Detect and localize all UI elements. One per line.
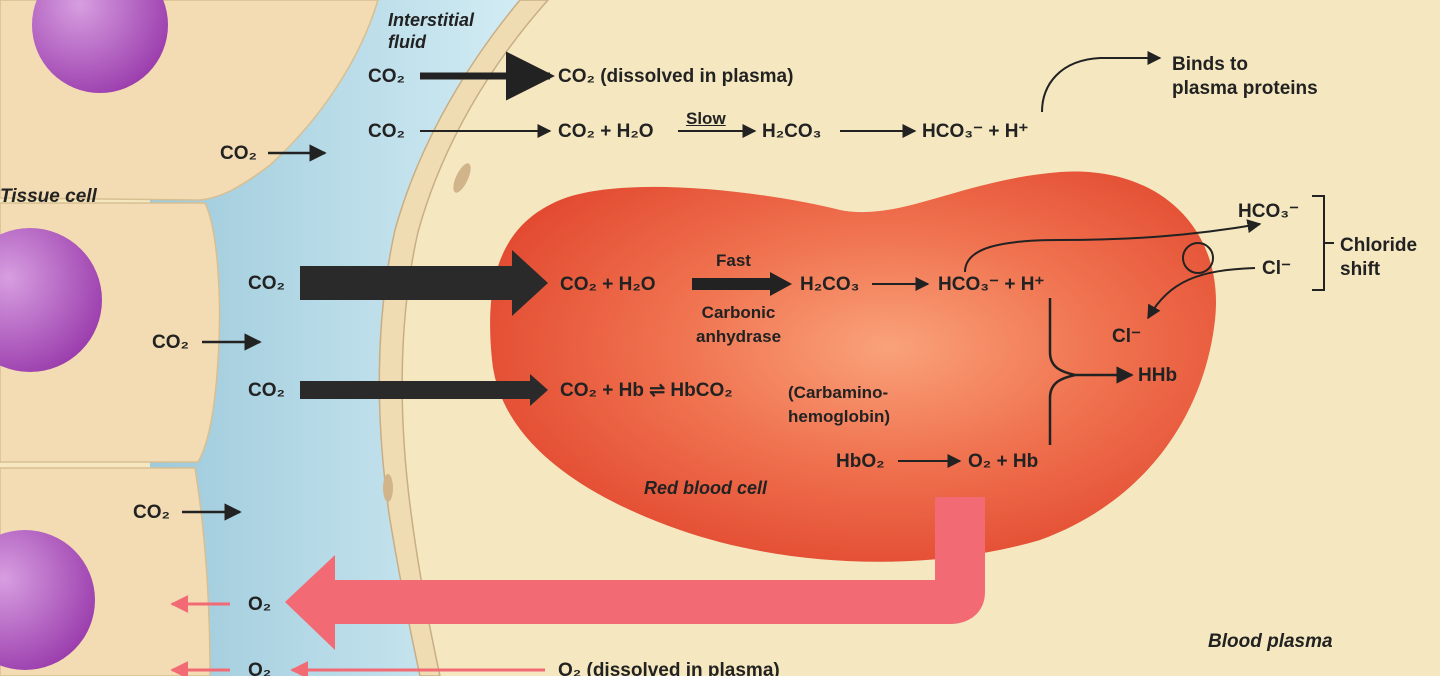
h-to-hhb-branch <box>1048 298 1076 377</box>
slow-label: Slow <box>686 109 726 128</box>
chloride-shift-label: Chloride shift <box>1340 235 1418 280</box>
co2-dissolved-label: CO₂ (dissolved in plasma) <box>558 66 794 87</box>
o2-label: O₂ <box>248 594 272 615</box>
plasma-hco3-h-label: HCO₃⁻ + H⁺ <box>922 121 1029 142</box>
hbo2-label: HbO₂ <box>836 451 885 472</box>
hco3-out-arrow <box>964 219 1262 273</box>
co2-label: CO₂ <box>368 66 405 87</box>
hhb-label: HHb <box>1138 365 1178 386</box>
o2-label: O₂ <box>248 660 272 676</box>
co2-label: CO₂ <box>248 273 285 294</box>
endothelial-nucleus <box>453 163 471 193</box>
co2-label: CO₂ <box>248 380 285 401</box>
carbamino-co2-arrow <box>300 374 548 406</box>
o2-dissolved-label: O₂ (dissolved in plasma) <box>558 660 780 676</box>
fast-reaction-arrow <box>692 272 792 296</box>
binds-proteins-arrow <box>1041 51 1162 113</box>
co2-label: CO₂ <box>220 143 257 164</box>
co2-label: CO₂ <box>368 121 405 142</box>
h2co3-label: H₂CO₃ <box>762 121 822 142</box>
tissue-cell-nucleus <box>32 0 168 93</box>
rbc-reaction-left: CO₂ + H₂O <box>560 274 656 295</box>
capillary-wall <box>378 0 550 676</box>
co2-label: CO₂ <box>152 332 189 353</box>
cl-in-label: Cl⁻ <box>1112 326 1142 347</box>
fast-label: Fast <box>716 251 751 270</box>
tissue-cell-nucleus <box>0 228 102 372</box>
exchange-transporter <box>1182 242 1214 274</box>
cl-in-arrow <box>1147 267 1256 320</box>
hb-to-hhb-branch <box>1048 373 1076 445</box>
co2-label: CO₂ <box>133 502 170 523</box>
hco3-out-label: HCO₃⁻ <box>1238 201 1300 222</box>
cl-out-label: Cl⁻ <box>1262 258 1292 279</box>
binds-plasma-proteins-label: Binds to plasma proteins <box>1172 54 1318 99</box>
carbaminohemoglobin-label: (Carbamino- hemoglobin) <box>788 383 890 426</box>
red-blood-cell-label: Red blood cell <box>644 478 768 498</box>
rbc-hco3-h-label: HCO₃⁻ + H⁺ <box>938 274 1045 295</box>
plasma-reaction-left: CO₂ + H₂O <box>558 121 654 142</box>
interstitial-fluid-label: Interstitial fluid <box>388 10 475 52</box>
tissue-cell-nucleus <box>0 530 95 670</box>
tissue-cell-label: Tissue cell <box>0 186 97 207</box>
carbonic-anhydrase-label: Carbonic anhydrase <box>696 303 782 346</box>
oxygen-release-arrow <box>285 497 985 650</box>
red-blood-cell <box>490 171 1217 562</box>
endothelial-nucleus <box>383 474 393 502</box>
o2-hb-label: O₂ + Hb <box>968 451 1039 472</box>
large-co2-arrow <box>300 250 548 316</box>
h2co3-label: H₂CO₃ <box>800 274 860 295</box>
carbamino-reaction-label: CO₂ + Hb ⇌ HbCO₂ <box>560 380 733 401</box>
blood-plasma-label: Blood plasma <box>1208 631 1333 652</box>
